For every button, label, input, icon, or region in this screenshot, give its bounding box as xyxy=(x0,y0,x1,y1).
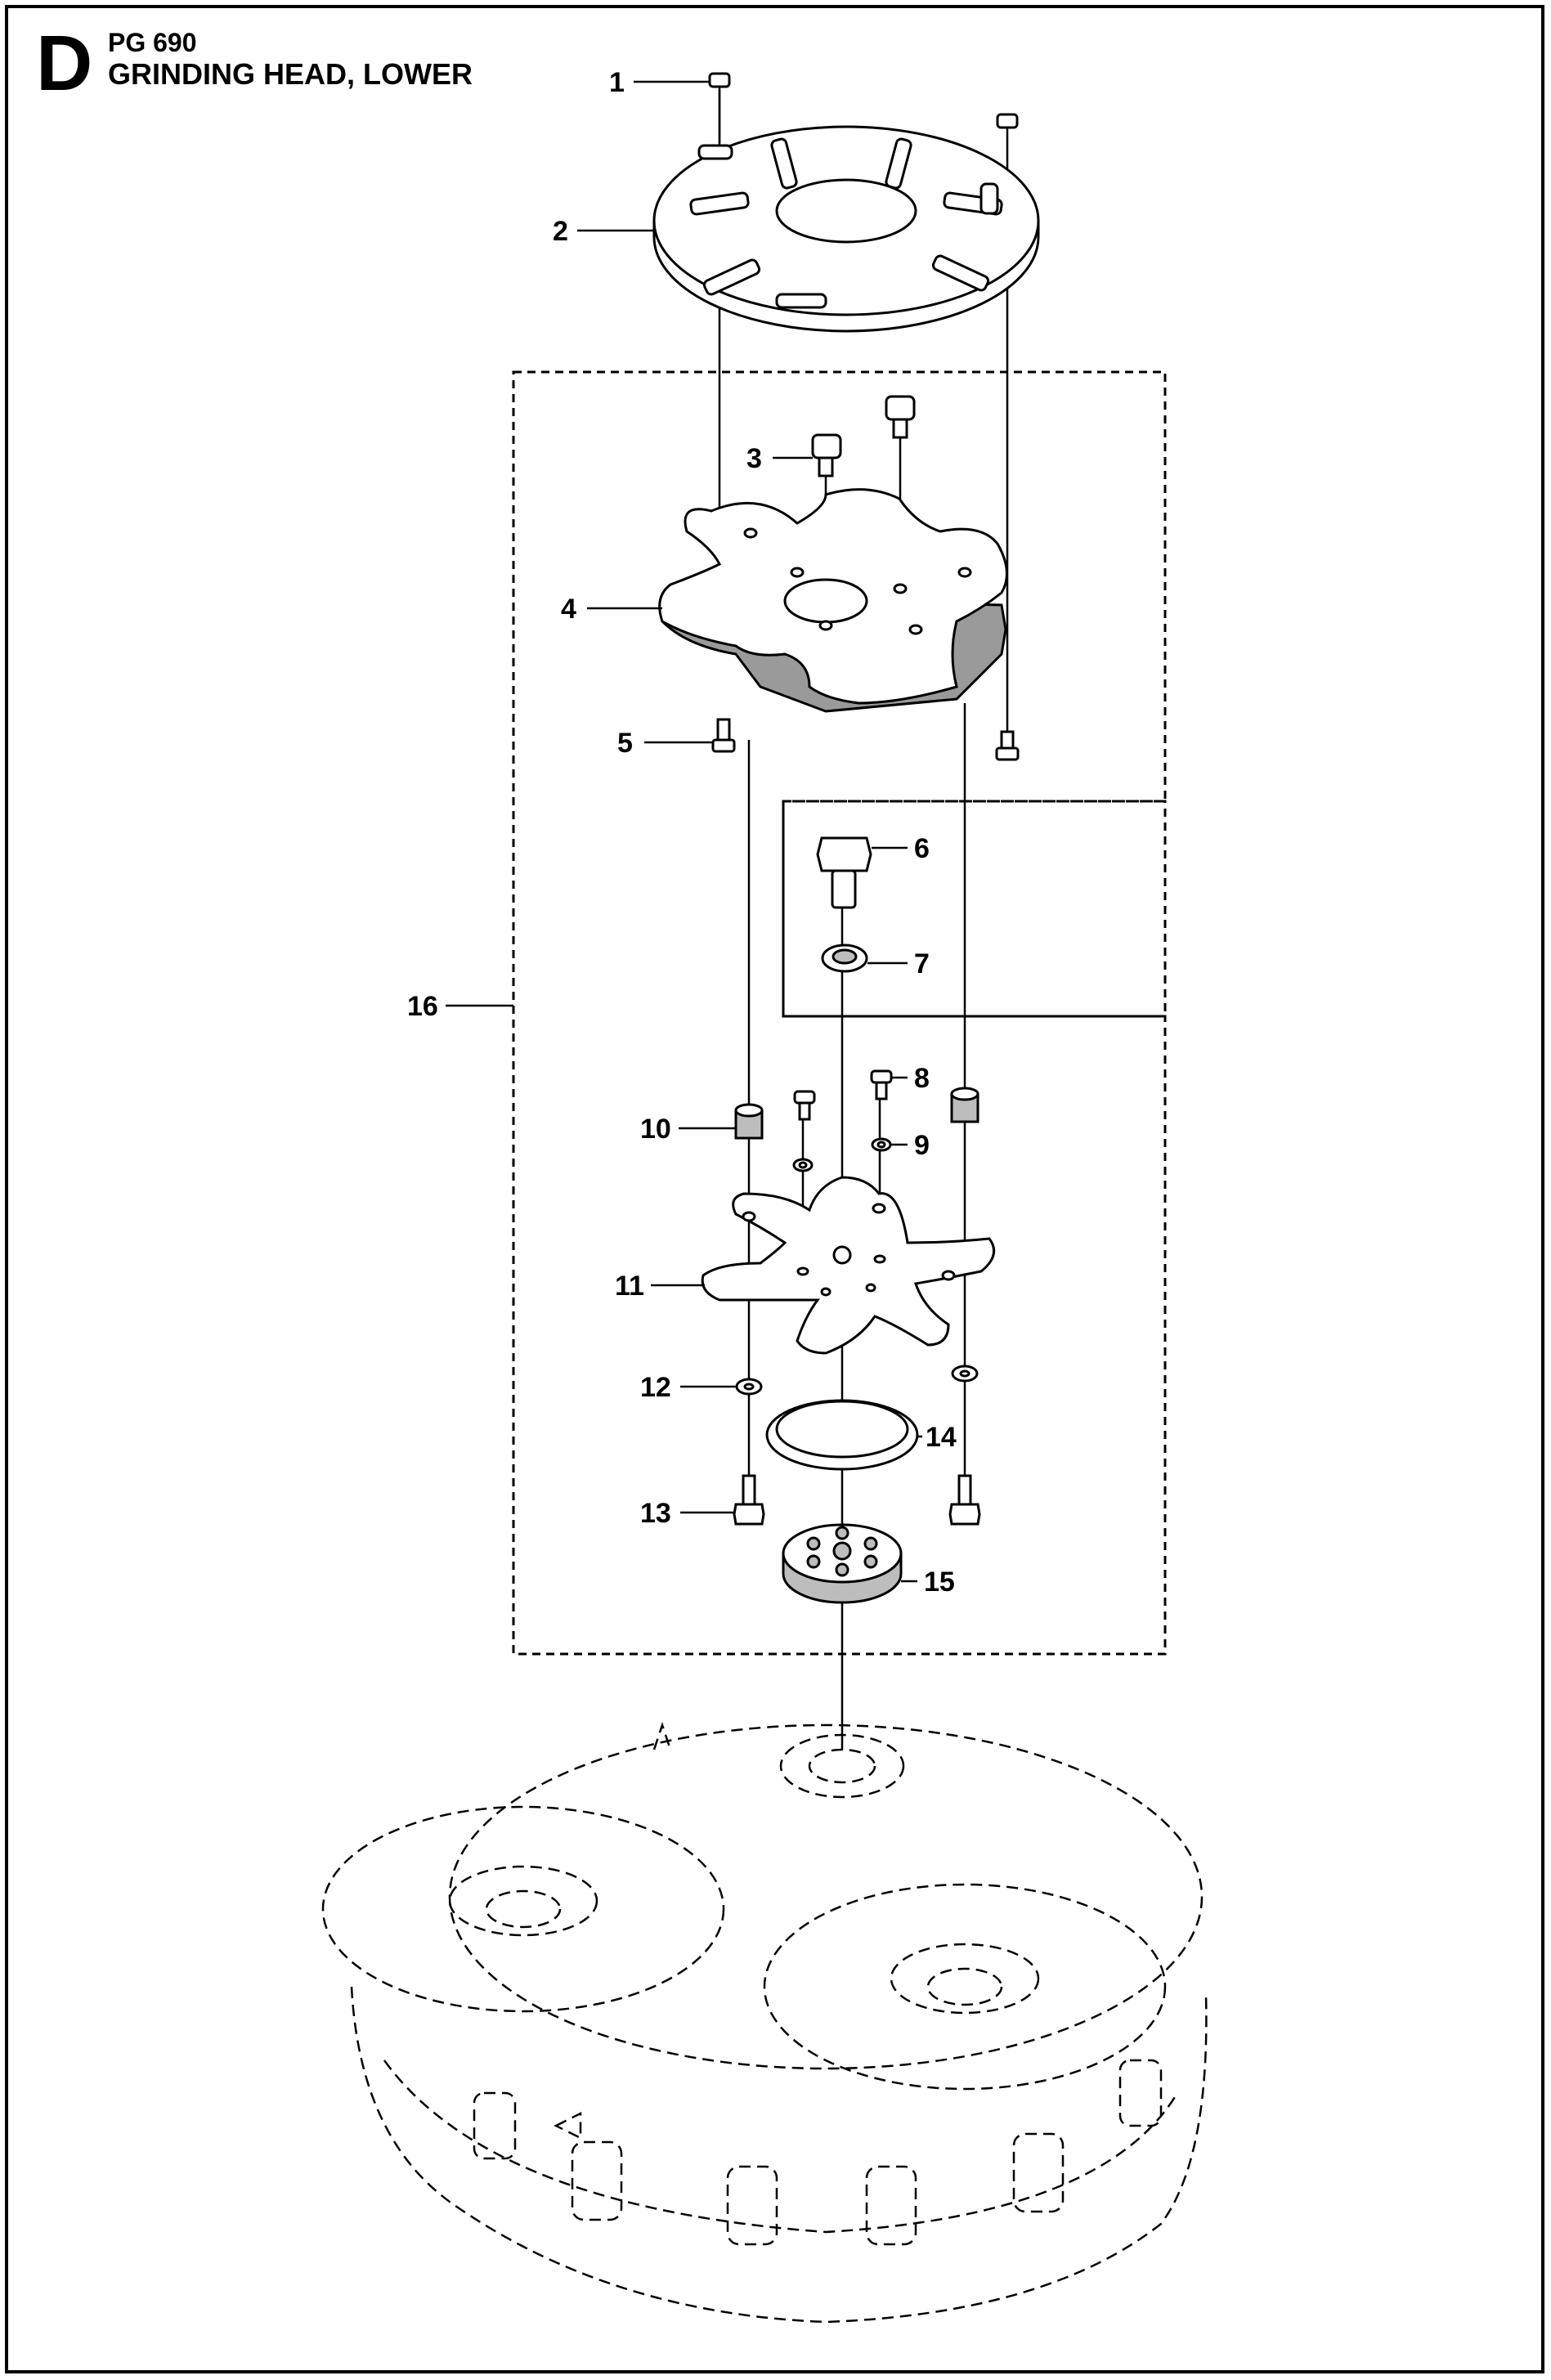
part-8-screw xyxy=(870,1069,893,1100)
callout-8: 8 xyxy=(914,1063,930,1094)
ghost-grinding-head-base xyxy=(321,1722,1208,2324)
callout-14: 14 xyxy=(926,1422,957,1453)
callout-10: 10 xyxy=(640,1114,671,1145)
part-2-plate xyxy=(652,125,1040,333)
part-1-screw-secondary xyxy=(996,113,1019,129)
drawing-frame xyxy=(5,5,1544,2373)
callout-2: 2 xyxy=(553,216,568,247)
part-5-bolt xyxy=(711,718,736,753)
callout-6: 6 xyxy=(914,833,930,864)
part-13-hex-bolt xyxy=(733,1474,765,1526)
part-14-ring xyxy=(765,1399,919,1471)
part-10-spacer xyxy=(734,1103,764,1140)
callout-16: 16 xyxy=(407,991,438,1022)
part-15-hub-disc xyxy=(782,1523,903,1604)
part-3-cap-screw xyxy=(811,433,842,477)
kit-subbox xyxy=(782,800,1167,1018)
part-1-screw xyxy=(708,72,731,143)
part-11-star-plate xyxy=(701,1176,996,1355)
callout-5: 5 xyxy=(617,728,633,759)
diagram-title: GRINDING HEAD, LOWER xyxy=(108,57,473,91)
callout-9: 9 xyxy=(914,1130,930,1161)
kit-boundary xyxy=(512,370,1167,1656)
section-letter: D xyxy=(36,20,93,107)
part-12-washer-secondary xyxy=(951,1365,979,1383)
callout-4: 4 xyxy=(561,594,576,625)
part-13-hex-bolt-secondary xyxy=(948,1474,981,1526)
part-5-bolt-secondary xyxy=(995,730,1020,761)
callout-11: 11 xyxy=(615,1271,644,1302)
part-6-hex-bolt xyxy=(816,836,872,909)
part-8-screw-secondary xyxy=(793,1090,816,1121)
callout-3: 3 xyxy=(746,443,762,474)
callout-7: 7 xyxy=(914,948,930,979)
part-7-lock-washer xyxy=(821,943,868,973)
callout-12: 12 xyxy=(640,1372,671,1403)
part-4-adapter-plate xyxy=(658,488,1008,713)
callout-13: 13 xyxy=(640,1498,671,1529)
part-9-washer-secondary xyxy=(792,1158,814,1172)
part-3-cap-screw-secondary xyxy=(885,395,916,439)
part-12-washer xyxy=(735,1378,763,1396)
part-9-washer xyxy=(871,1137,892,1152)
model-code: PG 690 xyxy=(108,28,197,57)
part-10-spacer-secondary xyxy=(950,1087,979,1123)
callout-15: 15 xyxy=(924,1566,955,1598)
callout-1: 1 xyxy=(609,67,625,98)
